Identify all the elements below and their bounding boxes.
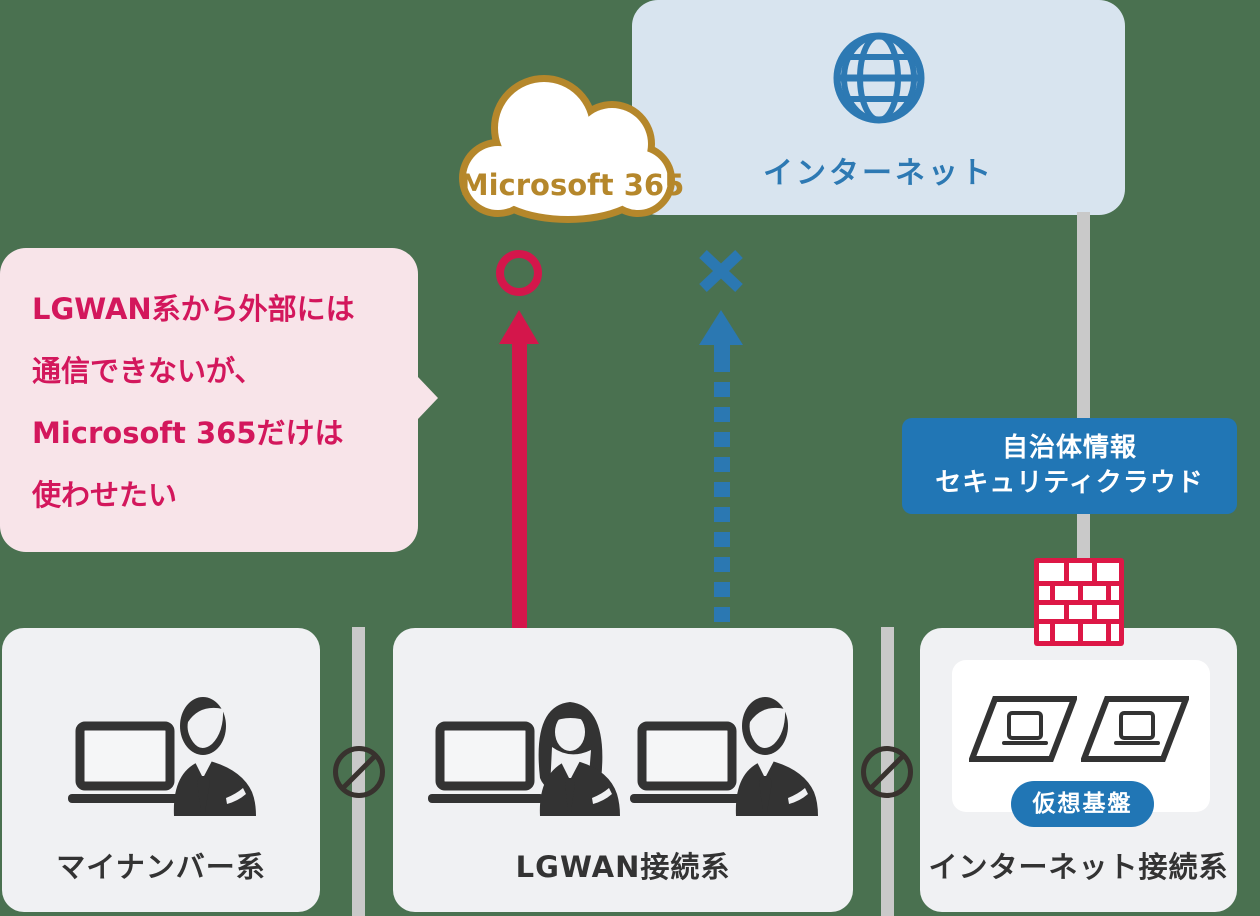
segment-mynumber-label: マイナンバー系: [56, 850, 266, 884]
blue-dashed-arrow-stub: [714, 343, 730, 357]
speech-bubble-line: 使わせたい: [32, 478, 178, 512]
security-cloud-box: 自治体情報 セキュリティクラウド: [902, 418, 1237, 514]
red-arrow-shaft: [512, 342, 527, 629]
allowed-circle-icon: [496, 250, 542, 296]
segment-internet-label: インターネット接続系: [928, 850, 1229, 884]
firewall-icon: [1034, 558, 1124, 646]
speech-bubble-line: 通信できないが、: [32, 354, 264, 388]
vm-icon: [1081, 696, 1189, 762]
globe-icon: [833, 32, 925, 124]
vm-icon: [969, 696, 1077, 762]
speech-bubble-line: Microsoft 365だけは: [32, 416, 344, 450]
internet-zone-panel: インターネット: [632, 0, 1125, 215]
security-cloud-line: 自治体情報: [1001, 433, 1137, 463]
worker-woman-icon: [428, 702, 620, 816]
speech-bubble-tail: [418, 377, 438, 419]
microsoft365-label: Microsoft 365: [459, 168, 685, 202]
security-cloud-line: セキュリティクラウド: [935, 468, 1204, 498]
microsoft365-cloud-icon: [459, 75, 675, 223]
no-communication-icon: [333, 746, 385, 798]
red-arrow: [499, 310, 539, 344]
no-communication-icon: [861, 746, 913, 798]
speech-bubble: LGWAN系から外部には 通信できないが、 Microsoft 365だけは 使…: [0, 248, 418, 552]
worker-man-icon: [630, 697, 818, 816]
blue-dashed-arrow-shaft: [714, 357, 730, 629]
internet-zone-label: インターネット: [763, 156, 994, 191]
speech-bubble-line: LGWAN系から外部には: [32, 292, 355, 326]
segment-lgwan-label: LGWAN接続系: [515, 850, 731, 884]
virtual-platform-badge: 仮想基盤: [1011, 781, 1154, 827]
blue-dashed-arrow: [699, 310, 743, 345]
blocked-x-icon: [699, 250, 743, 292]
worker-man-icon: [68, 697, 256, 816]
